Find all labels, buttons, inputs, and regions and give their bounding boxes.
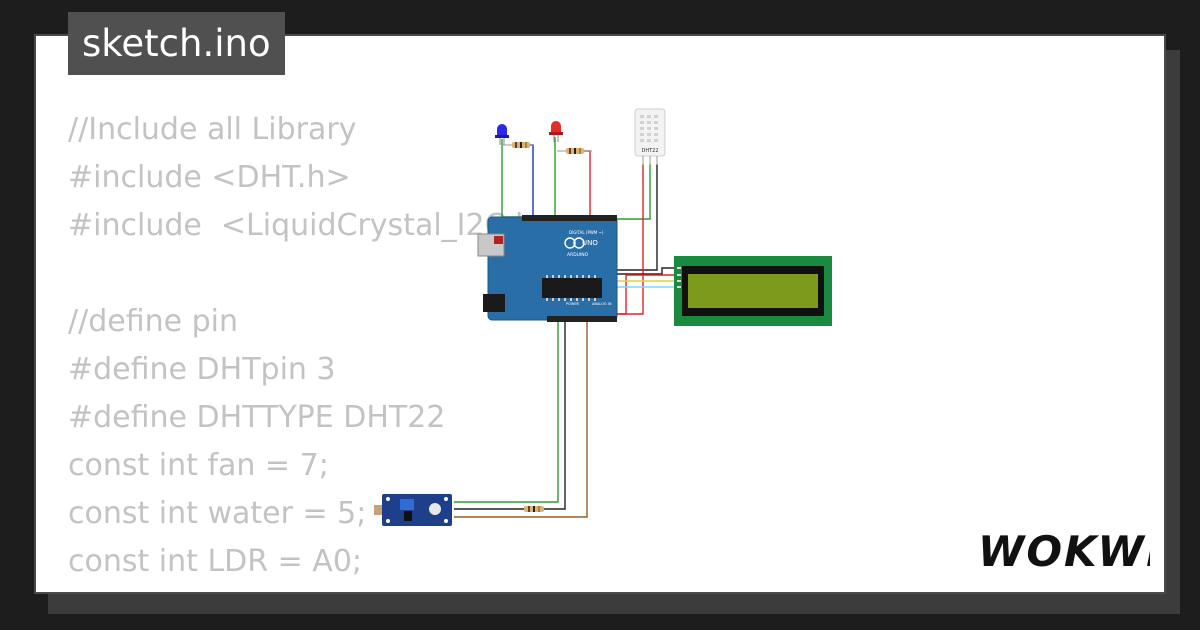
wire-black [454,318,566,510]
wire-red [614,164,644,315]
wire-green [614,164,651,220]
wire-red [577,150,591,217]
resistor [557,148,592,154]
wires [454,137,682,518]
code-line: #include <DHT.h> [68,160,351,195]
board-model: UNO [582,239,598,247]
dht22-label: DHT22 [641,148,658,154]
wire-blue [512,144,534,217]
circuit-diagram: DHT22 UNO ARDUINO DIGITAL [374,108,832,526]
digital-label: DIGITAL (PWM ~) [569,230,604,235]
code-line: #define DHTpin 3 [68,352,336,387]
code-line: const int fan = 7; [68,448,329,483]
microcontroller-chip [542,275,602,301]
wire-green [454,318,559,503]
analog-label: ANALOG IN [592,302,612,306]
power-label: POWER [566,302,580,306]
wokwi-logo: WOKWi [978,527,1150,576]
wire-red [614,274,682,315]
file-title: sketch.ino [68,12,285,75]
lcd-display [674,256,832,326]
board-brand: ARDUINO [567,252,589,258]
wire-yellow [611,280,682,302]
code-line: //Include all Library [68,112,357,147]
dht22-sensor: DHT22 [634,108,666,165]
code-line: const int LDR = A0; [68,544,363,579]
wire-green [554,137,562,218]
led-red [549,121,563,142]
code-line: const int water = 5; [68,496,367,531]
arduino-uno-board: UNO ARDUINO DIGITAL (PWM ~) POWER ANALOG… [477,215,618,322]
code-editor: //Include all Library#include <DHT.h>#in… [68,106,559,592]
preview-card: //Include all Library#include <DHT.h>#in… [34,34,1166,594]
led-blue [495,124,509,145]
wire-green [501,139,522,218]
code-line: #define DHTTYPE DHT22 [68,400,446,435]
resistor [502,142,534,148]
code-line: //define pin [68,304,239,339]
wokwi-logo-text: WOKWi [978,527,1150,576]
wire-brown [454,318,588,518]
resistor [524,506,544,512]
light-sensor-module [374,494,452,526]
